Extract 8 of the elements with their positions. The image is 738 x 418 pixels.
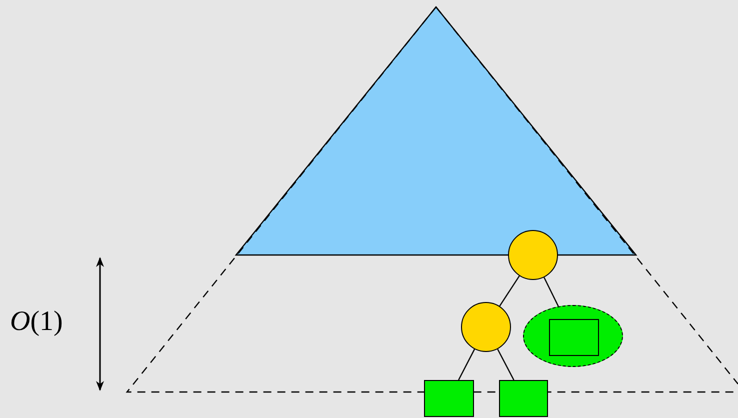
square-node	[499, 380, 548, 417]
dimension-label: O(1)	[10, 306, 63, 338]
tree-edge	[544, 277, 559, 307]
tree-edge	[458, 348, 476, 380]
square-node	[549, 319, 599, 356]
tree-edge	[497, 348, 514, 380]
circle-node	[461, 302, 511, 352]
square-node	[424, 380, 474, 417]
